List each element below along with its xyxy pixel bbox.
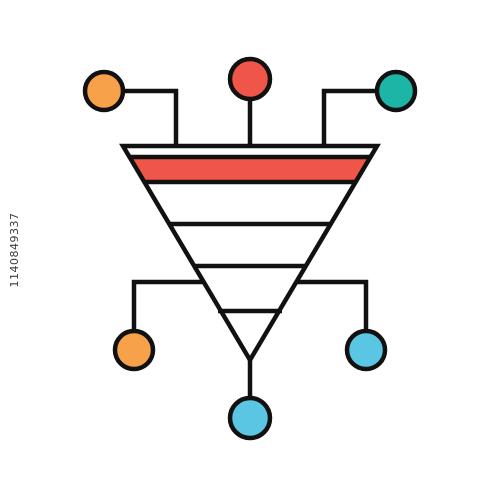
nodes bbox=[82, 56, 418, 441]
top-right-connector bbox=[321, 88, 376, 146]
funnel bbox=[119, 143, 381, 365]
funnel-band-top bbox=[131, 157, 369, 181]
bottom-right-connector bbox=[295, 279, 369, 331]
bottom-center-node bbox=[227, 395, 273, 441]
top-right-node bbox=[374, 69, 418, 113]
bottom-connectors bbox=[131, 279, 369, 398]
stock-id-label: 1140849337 bbox=[8, 212, 21, 288]
funnel-outline bbox=[119, 143, 381, 365]
top-connectors bbox=[124, 88, 376, 146]
top-left-node bbox=[82, 69, 126, 113]
bottom-left-node bbox=[112, 328, 156, 372]
funnel-body bbox=[123, 146, 377, 360]
bottom-right-node bbox=[344, 328, 388, 372]
bottom-left-connector bbox=[131, 279, 205, 331]
top-left-connector bbox=[124, 88, 179, 146]
top-center-node bbox=[227, 56, 273, 102]
funnel-band-lines bbox=[130, 154, 370, 314]
